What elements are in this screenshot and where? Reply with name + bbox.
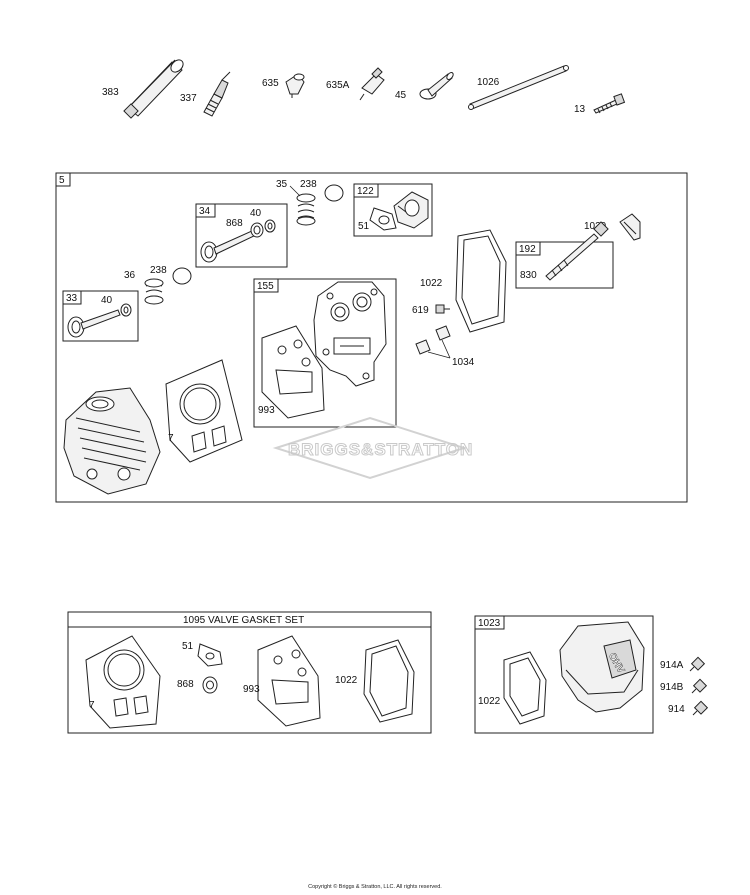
part-45-guide: [419, 72, 454, 100]
label-1022-upper: 1022: [420, 278, 443, 289]
label-868-lower: 868: [177, 679, 194, 690]
part-914-screw: [692, 700, 709, 716]
box-5-frame: [55, 172, 688, 503]
part-1022-rocker-gasket: [455, 229, 507, 333]
part-993-gasket-lower: [257, 635, 321, 727]
part-155-head-plate: [313, 281, 387, 387]
part-635-boot: [285, 73, 305, 98]
label-238-upper: 238: [300, 179, 317, 190]
part-1029-rocker-arm: [619, 213, 641, 241]
part-34-exhaust-valve: [200, 229, 257, 263]
part-1034-retainers: [415, 325, 451, 355]
box-192-title: 192: [519, 244, 536, 255]
label-337: 337: [180, 93, 197, 104]
box-122-tag: [353, 183, 379, 198]
watermark-logo: BRIGGS&STRATTON: [272, 416, 473, 480]
part-914A-screw: [689, 656, 706, 672]
label-914: 914: [668, 704, 685, 715]
box-1095-title: 1095 VALVE GASKET SET: [183, 615, 304, 626]
label-993-upper: 993: [258, 405, 275, 416]
label-35: 35: [276, 179, 288, 190]
watermark-text: BRIGGS&STRATTON: [288, 440, 473, 459]
box-155-tag: [253, 278, 279, 293]
box-1023-frame: [474, 615, 654, 734]
box-1095-frame: [67, 611, 432, 734]
box-155-frame: [253, 278, 397, 428]
label-383: 383: [102, 87, 119, 98]
part-337-spark-plug: [203, 71, 231, 117]
label-40-upper: 40: [250, 208, 262, 219]
cover-ohv-badge: OHV: [603, 639, 637, 679]
box-155-title: 155: [257, 281, 274, 292]
label-7-lower: 7: [89, 700, 95, 711]
label-914B: 914B: [660, 682, 684, 693]
part-1022-gasket-set: [363, 639, 415, 723]
box-1023-tag: [474, 615, 505, 630]
part-619-screw: [435, 304, 450, 314]
label-619: 619: [412, 305, 429, 316]
part-40-keeper-upper: [264, 219, 276, 233]
part-7-head-gasket-upper: [165, 359, 243, 463]
box-33-frame: [62, 290, 139, 342]
part-914B-screw: [691, 678, 708, 694]
box-34-title: 34: [199, 206, 211, 217]
label-993-lower: 993: [243, 684, 260, 695]
part-7-head-gasket-lower: [85, 635, 161, 729]
label-51-lower: 51: [182, 641, 194, 652]
part-13-screw: [593, 93, 626, 114]
label-45: 45: [395, 90, 407, 101]
part-36-spring-lower: [144, 278, 164, 305]
box-122-title: 122: [357, 186, 374, 197]
label-238-lower: 238: [150, 265, 167, 276]
label-13: 13: [574, 104, 586, 115]
part-122-breather: [393, 191, 429, 229]
part-1023-rocker-cover: OHV: [559, 621, 645, 713]
label-1022-set: 1022: [335, 675, 358, 686]
label-7-upper: 7: [168, 433, 174, 444]
part-238-cap-lower: [172, 267, 192, 285]
part-383-tube: [123, 59, 184, 119]
label-635A: 635A: [326, 80, 350, 91]
copyright-notice: Copyright © Briggs & Stratton, LLC. All …: [308, 884, 442, 890]
part-238-cap-upper: [324, 184, 344, 202]
part-1022-cover-gasket: [503, 651, 547, 725]
part-51-gasket-upper: [369, 207, 397, 231]
part-868-seal-upper: [250, 222, 264, 238]
part-51-gasket-lower: [197, 643, 223, 667]
part-635A-terminal: [359, 67, 385, 101]
box-34-frame: [195, 203, 288, 268]
label-36: 36: [124, 270, 136, 281]
box-5-tag: [55, 172, 71, 187]
part-35-spring-upper: [296, 193, 316, 226]
label-51-upper: 51: [358, 221, 370, 232]
label-914A: 914A: [660, 660, 684, 671]
box-34-tag: [195, 203, 216, 218]
part-40-keeper-lower: [120, 303, 132, 317]
box-5-title: 5: [59, 175, 65, 186]
label-1026: 1026: [477, 77, 500, 88]
part-33-intake-valve: [67, 309, 121, 338]
box-192-tag: [515, 241, 541, 256]
label-868-upper: 868: [226, 218, 243, 229]
box-33-title: 33: [66, 293, 78, 304]
box-192-frame: [515, 241, 614, 289]
box-1023-title: 1023: [478, 618, 501, 629]
label-635: 635: [262, 78, 279, 89]
label-40-lower: 40: [101, 295, 113, 306]
label-830: 830: [520, 270, 537, 281]
label-1034: 1034: [452, 357, 475, 368]
part-cylinder-head: [63, 387, 161, 495]
part-1026-push-rod: [468, 65, 569, 110]
box-122-frame: [353, 183, 433, 237]
box-33-tag: [62, 290, 82, 305]
part-830-rocker-stud: [545, 221, 609, 281]
part-993-gasket-upper: [261, 325, 325, 419]
part-868-seal-lower: [202, 676, 218, 694]
label-1029: 1029: [584, 221, 607, 232]
label-1022-cover: 1022: [478, 696, 501, 707]
